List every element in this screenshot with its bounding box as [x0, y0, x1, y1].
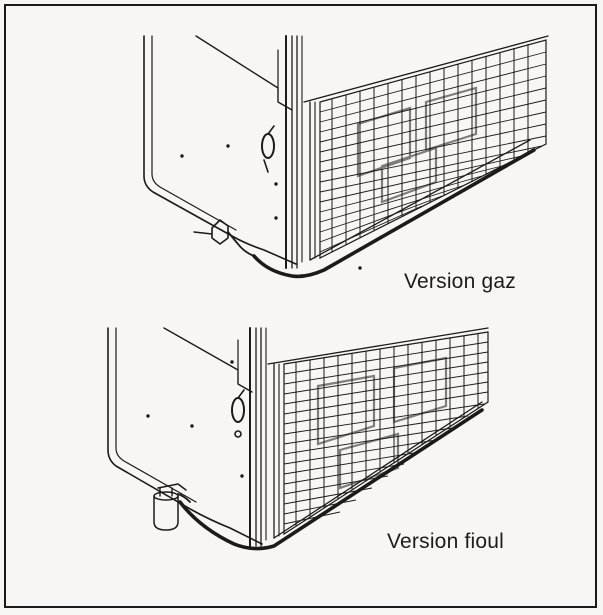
- base-rail: [178, 408, 484, 551]
- unit-side-panel: [107, 327, 263, 545]
- caption-gas-version: Version gaz: [404, 270, 516, 293]
- unit-side-panel: [143, 35, 297, 265]
- figure-frame: Version gaz Version fioul: [4, 4, 597, 608]
- control-knob: [231, 397, 245, 423]
- gas-connector: [211, 219, 229, 245]
- base-rail: [252, 148, 536, 279]
- illustration-gas-version: [143, 35, 549, 279]
- caption-oil-version: Version fioul: [387, 530, 505, 553]
- oil-filter: [153, 495, 179, 531]
- grille-mesh: [283, 331, 489, 536]
- grille-mesh: [319, 39, 547, 259]
- illustration-oil-version: [107, 327, 489, 551]
